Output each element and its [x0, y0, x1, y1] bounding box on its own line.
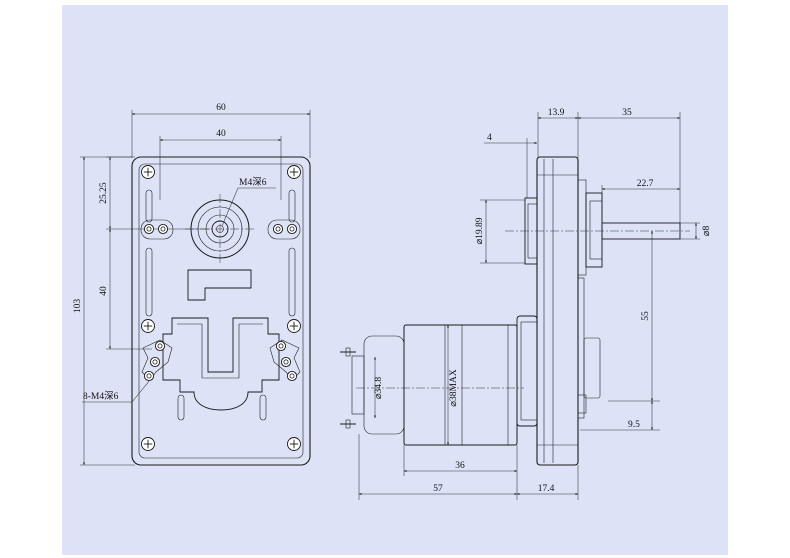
dim-total-length: 57 [358, 434, 518, 500]
svg-text:⌀38MAX: ⌀38MAX [449, 369, 459, 407]
dim-motor-diameter: ⌀34.8 [374, 356, 384, 419]
dim-flange: 4 [484, 133, 538, 198]
svg-text:55: 55 [641, 311, 651, 321]
screw-icon [141, 319, 155, 333]
svg-text:22.7: 22.7 [637, 179, 654, 189]
threaded-hole-icon [154, 340, 166, 352]
threaded-hole-icon [275, 340, 287, 352]
dim-motor-length: 36 [403, 445, 518, 500]
svg-text:35: 35 [622, 108, 632, 118]
dim-lower: 40 [99, 228, 152, 350]
svg-text:8-M4深6: 8-M4深6 [83, 391, 119, 402]
threaded-hole-icon [157, 223, 169, 235]
dim-gearbox-depth: 17.4 [516, 465, 579, 500]
output-shaft-boss [185, 194, 256, 264]
drawing-panel [62, 5, 728, 555]
dim-motor-max: ⌀38MAX [447, 324, 459, 446]
svg-text:103: 103 [73, 299, 83, 314]
svg-text:60: 60 [216, 103, 226, 113]
gearbox-housing [516, 156, 601, 466]
svg-text:⌀19.89: ⌀19.89 [475, 217, 485, 244]
dim-top-left: 13.9 [537, 108, 579, 158]
side-view: 13.9 35 4 22.7 ⌀8 ⌀19.89 [340, 108, 712, 500]
screw-icon [287, 165, 301, 179]
svg-text:⌀8: ⌀8 [702, 226, 712, 237]
dim-width-overall: 60 [131, 103, 311, 158]
svg-text:⌀34.8: ⌀34.8 [374, 377, 384, 400]
svg-text:4: 4 [487, 133, 492, 143]
screw-icon [287, 319, 301, 333]
dim-boss-diameter: ⌀19.89 [475, 199, 525, 264]
svg-text:40: 40 [99, 286, 109, 296]
mounting-plate [131, 156, 311, 466]
svg-text:36: 36 [455, 461, 465, 471]
svg-text:40: 40 [216, 129, 226, 139]
dim-bottom-right: 9.5 [580, 400, 660, 431]
threaded-hole-icon [286, 370, 298, 382]
svg-text:9.5: 9.5 [628, 420, 640, 430]
svg-text:25.25: 25.25 [99, 182, 109, 204]
threaded-hole-icon [272, 223, 284, 235]
threaded-hole-icon [280, 356, 292, 368]
dim-width-inner: 40 [159, 129, 282, 200]
screw-icon [141, 437, 155, 451]
svg-text:57: 57 [433, 484, 443, 494]
svg-text:M4深6: M4深6 [239, 177, 267, 188]
threaded-hole-icon [143, 223, 155, 235]
screw-icon [141, 165, 155, 179]
output-shaft [505, 192, 690, 268]
threaded-hole-icon [149, 356, 161, 368]
label-hole-threads: 8-M4深6 [82, 379, 151, 403]
label-center-thread: M4深6 [221, 177, 276, 227]
threaded-hole-icon [143, 370, 155, 382]
svg-text:17.4: 17.4 [538, 484, 555, 494]
dim-shaft-diameter: ⌀8 [680, 222, 712, 240]
threaded-hole-icon [286, 223, 298, 235]
screw-icon [287, 437, 301, 451]
motor-body [340, 324, 524, 446]
svg-text:13.9: 13.9 [548, 108, 565, 118]
front-view: 60 40 103 25.25 40 [73, 103, 311, 466]
dim-top-right: 35 [577, 108, 681, 225]
